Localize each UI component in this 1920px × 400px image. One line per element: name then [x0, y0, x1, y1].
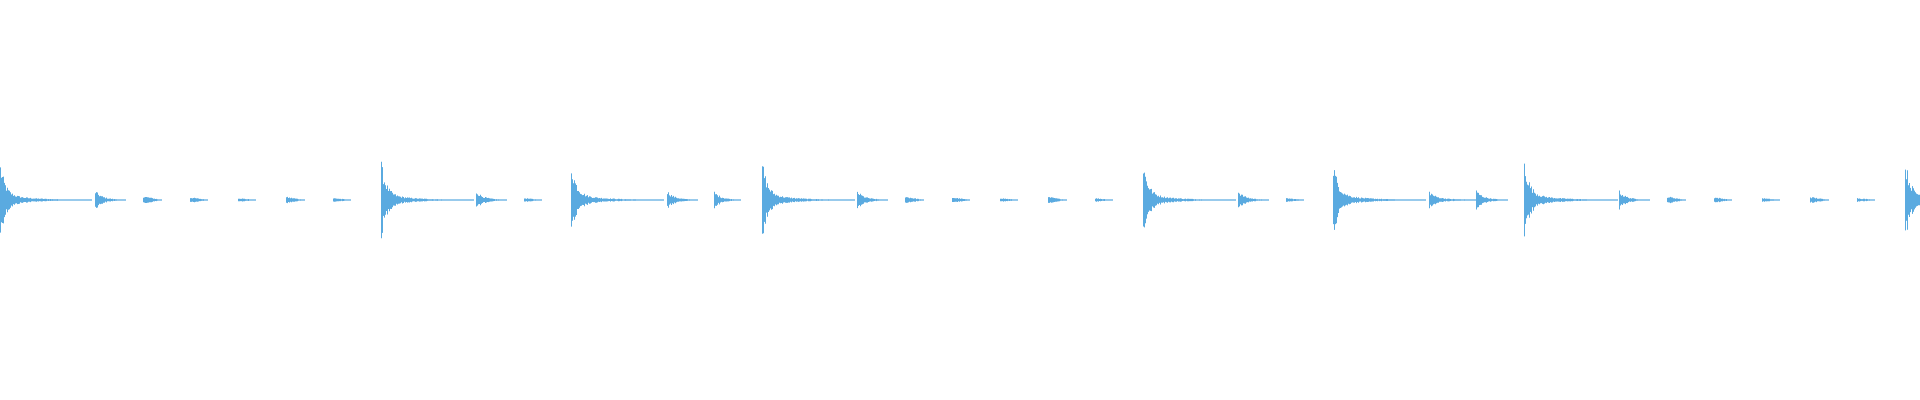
- waveform-peaks: [0, 161, 1920, 239]
